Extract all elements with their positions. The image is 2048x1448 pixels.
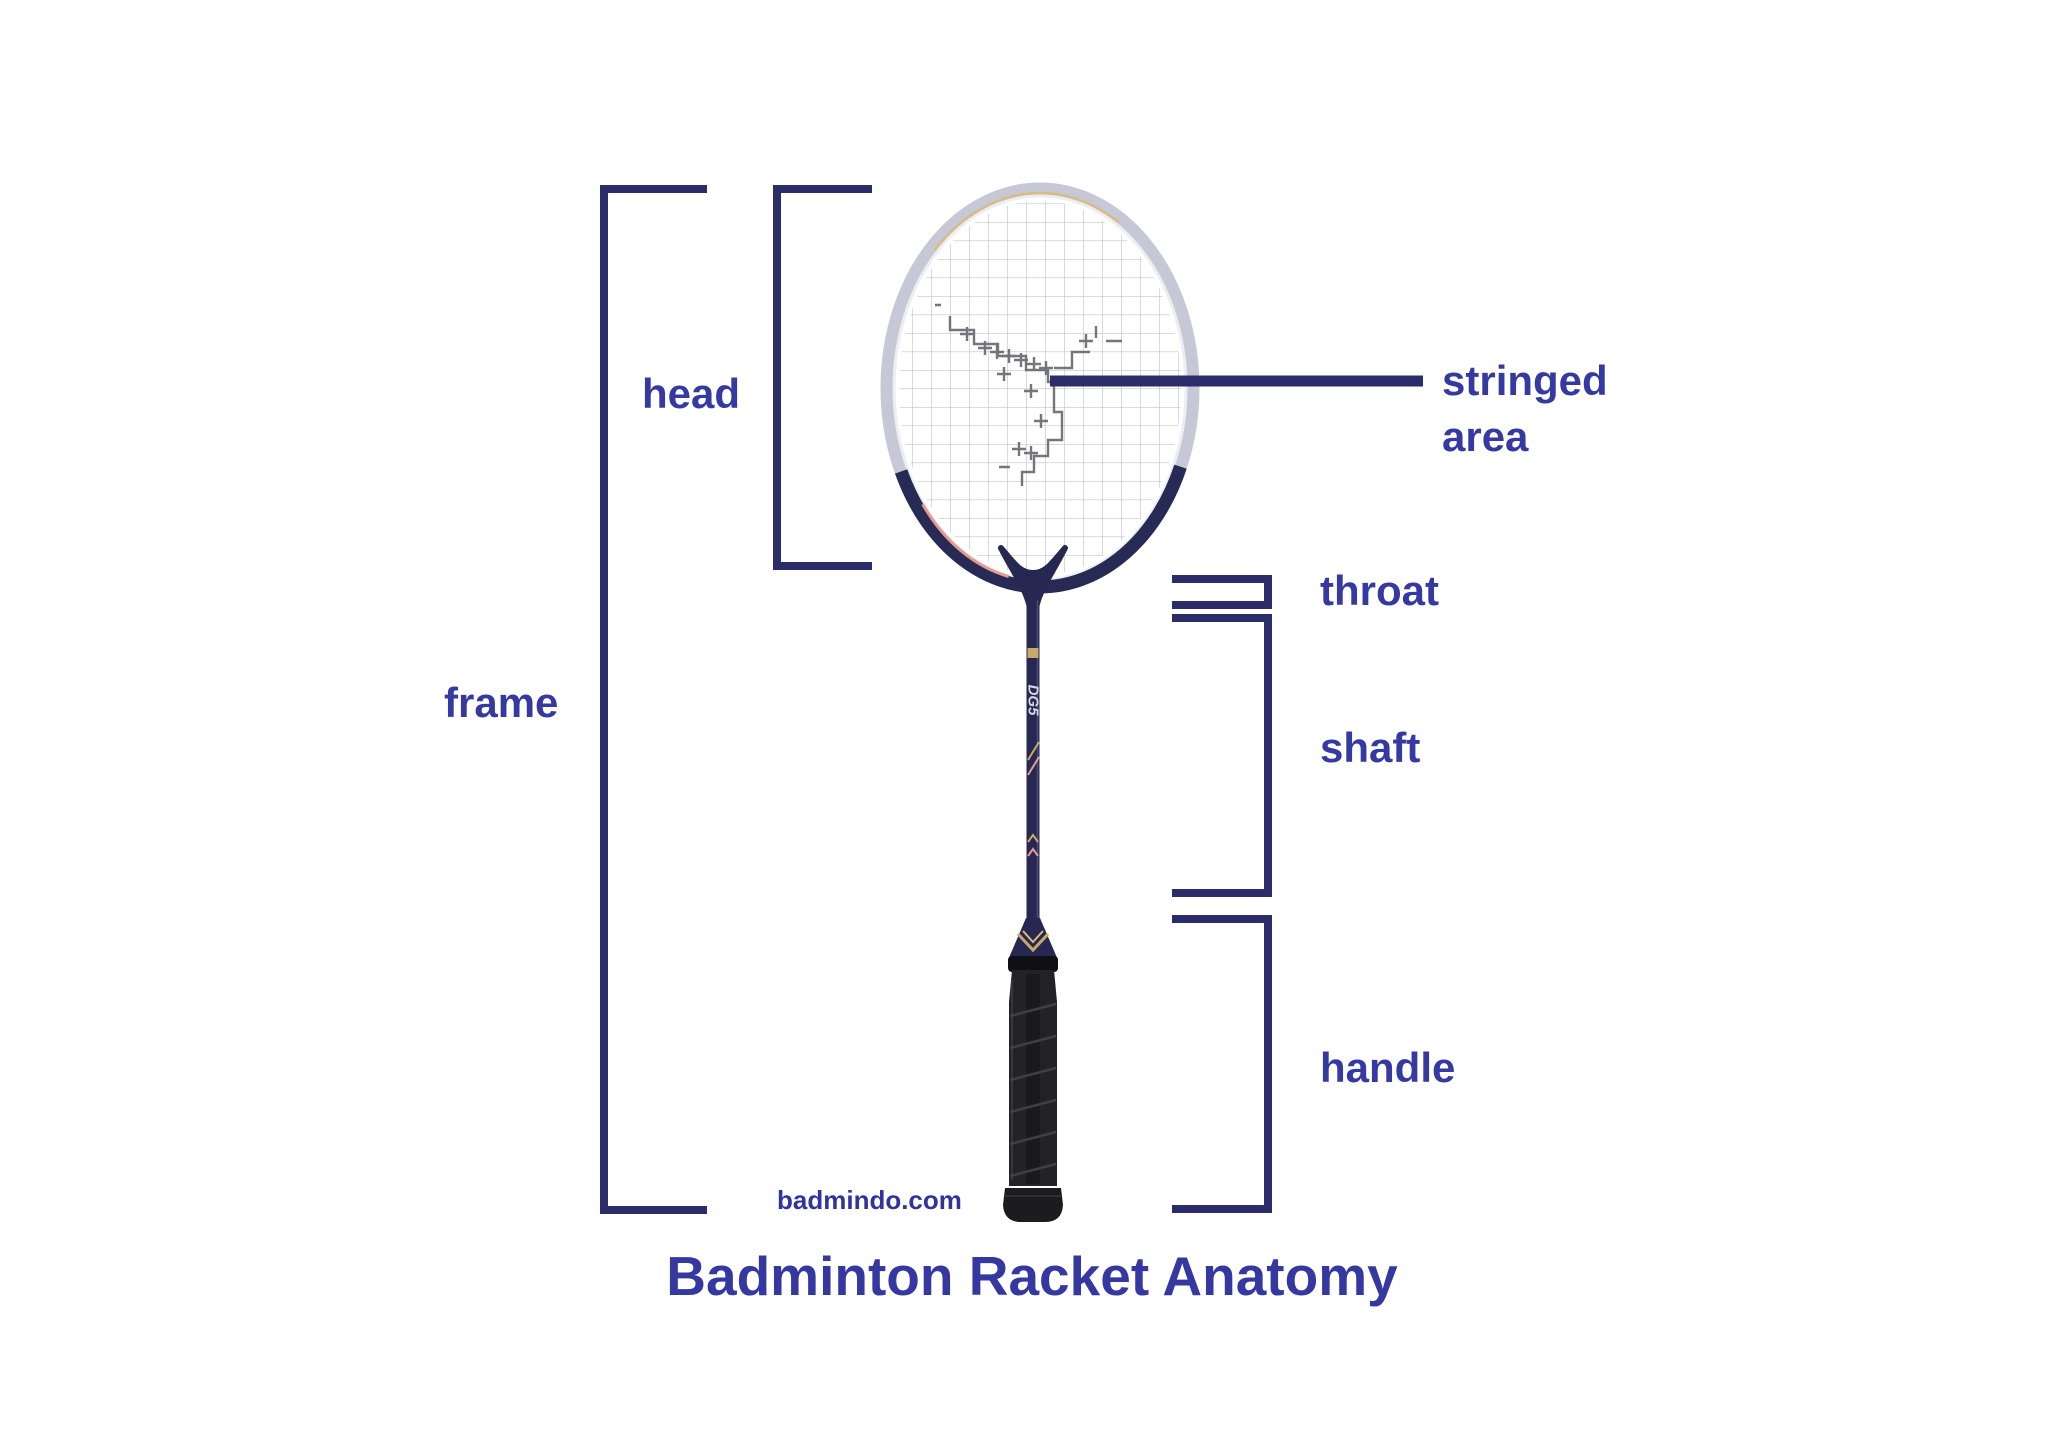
label-head: head [642, 370, 741, 417]
racket-cone [1008, 918, 1058, 972]
shaft-bracket [1172, 614, 1272, 897]
label-stringed-area-line2: area [1442, 413, 1529, 460]
throat-bracket [1172, 575, 1272, 609]
label-handle: handle [1320, 1044, 1456, 1091]
watermark-badmindo: badmindo.com [777, 1185, 962, 1215]
racket-shaft: DG5 [1025, 598, 1042, 920]
label-stringed-area-line1: stringed [1442, 357, 1608, 404]
label-stringed-area: stringed area [1442, 353, 1608, 465]
frame-bracket [600, 185, 707, 1214]
racket-strings [899, 201, 1181, 575]
label-throat: throat [1320, 567, 1439, 614]
annotation-brackets [600, 185, 1423, 1214]
head-bracket [773, 185, 872, 570]
handle-bracket [1172, 915, 1272, 1213]
label-shaft: shaft [1320, 724, 1421, 771]
racket-throat-joint [998, 545, 1068, 607]
racket-grip [1003, 970, 1063, 1222]
label-frame: frame [444, 679, 559, 726]
racket-illustration: DG5 [880, 182, 1200, 1222]
racket-butt-cap [1003, 1188, 1063, 1222]
racket-shaft-brand-text: DG5 [1025, 685, 1042, 717]
page-title: Badminton Racket Anatomy [666, 1245, 1398, 1307]
